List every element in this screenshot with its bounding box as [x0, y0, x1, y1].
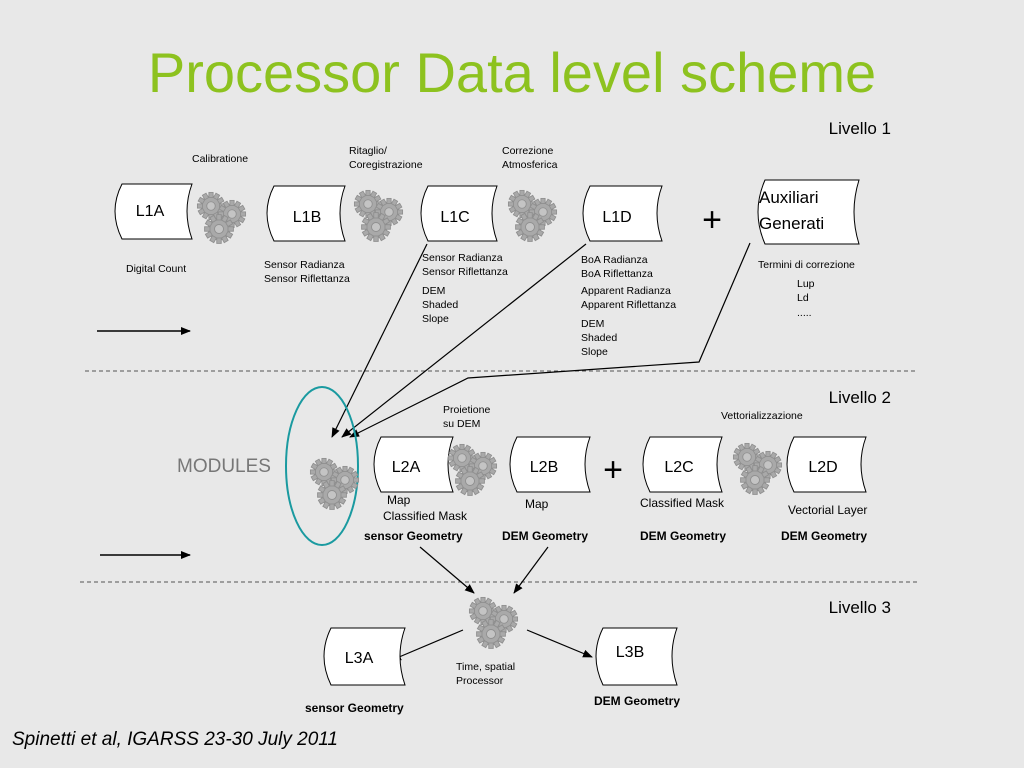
node-l1c-label: L1C: [440, 209, 469, 226]
geometry-l2c: DEM Geometry: [640, 529, 726, 543]
connector-arrow: [349, 242, 751, 438]
product-l2b-1: Map: [525, 497, 549, 511]
modules-label: MODULES: [177, 456, 271, 477]
node-aux-label-2: Generati: [759, 214, 824, 233]
node-l1a-label: L1A: [136, 203, 165, 220]
modules-ellipse: [285, 386, 359, 546]
node-l1c: [420, 185, 498, 242]
time-spatial-processor-gear-icon: [469, 597, 517, 648]
aux-products-title: Termini di correzione: [758, 259, 855, 271]
process-label-vettorializzazione: Vettorializzazione: [721, 410, 803, 422]
process-label-ritaglio-2: Coregistrazione: [349, 159, 423, 171]
process-gear-icon: [197, 192, 245, 243]
process-gear-icon: [733, 443, 781, 494]
process-label-time-spatial-1: Time, spatial: [456, 661, 515, 673]
node-aux-label-1: Auxiliari: [759, 188, 819, 207]
product-l1c-1: Sensor Radianza: [422, 252, 503, 264]
plus-sign: +: [603, 451, 623, 489]
connector-arrow: [526, 629, 593, 658]
node-l1b: [266, 185, 346, 242]
node-l1d-label: L1D: [602, 209, 631, 226]
product-l1d-4: Apparent Riflettanza: [581, 299, 676, 311]
process-gear-icon: [354, 190, 402, 241]
connector-arrow: [341, 243, 587, 438]
level-1-label: Livello 1: [829, 119, 891, 138]
node-l2b: [509, 436, 591, 493]
process-label-correzione-2: Atmosferica: [502, 159, 558, 171]
node-l2a: [373, 436, 454, 493]
node-l2b-label: L2B: [530, 459, 558, 476]
plus-sign: +: [702, 201, 722, 239]
node-l3a: [323, 627, 406, 686]
node-l1d: [582, 185, 663, 242]
connector-arrow: [391, 629, 464, 661]
process-label-time-spatial-2: Processor: [456, 675, 504, 687]
connector-arrow: [513, 546, 549, 594]
product-l2a-1: Map: [387, 493, 411, 507]
product-l1b-2: Sensor Riflettanza: [264, 273, 350, 285]
geometry-l2d: DEM Geometry: [781, 529, 867, 543]
product-l1b-1: Sensor Radianza: [264, 259, 345, 271]
process-label-proiezione-1: Proietione: [443, 404, 490, 416]
product-l1d-2: BoA Riflettanza: [581, 268, 653, 280]
node-l3b: [595, 627, 678, 686]
product-l1d-3: Apparent Radianza: [581, 285, 671, 297]
process-label-correzione-1: Correzione: [502, 145, 554, 157]
product-l1d-6: Shaded: [581, 332, 617, 344]
product-l2c-1: Classified Mask: [640, 496, 725, 510]
process-gear-icon: [448, 444, 496, 495]
product-l1c-2: Sensor Riflettanza: [422, 266, 508, 278]
level-3-label: Livello 3: [829, 598, 891, 617]
process-label-ritaglio-1: Ritaglio/: [349, 145, 387, 157]
aux-product-2: Ld: [797, 292, 809, 304]
product-l1a: Digital Count: [126, 263, 186, 275]
product-l2d-1: Vectorial Layer: [788, 503, 867, 517]
node-l2d-label: L2D: [808, 459, 837, 476]
process-label-calibration: Calibratione: [192, 153, 248, 165]
product-l1d-7: Slope: [581, 346, 608, 358]
connector-arrow: [331, 243, 428, 438]
geometry-l2b: DEM Geometry: [502, 529, 588, 543]
geometry-l3a: sensor Geometry: [305, 701, 404, 715]
node-l1b-label: L1B: [293, 209, 321, 226]
node-l3b-label: L3B: [616, 644, 644, 661]
product-l1c-4: Shaded: [422, 299, 458, 311]
process-gear-icon: [508, 190, 556, 241]
node-l2c: [642, 436, 723, 493]
connector-arrow: [419, 546, 475, 594]
product-l1c-3: DEM: [422, 285, 445, 297]
node-l2a-label: L2A: [392, 459, 421, 476]
aux-product-1: Lup: [797, 278, 815, 290]
page-title: Processor Data level scheme: [148, 41, 876, 104]
product-l1d-1: BoA Radianza: [581, 254, 648, 266]
process-label-proiezione-2: su DEM: [443, 418, 480, 430]
geometry-l2a: sensor Geometry: [364, 529, 463, 543]
level-2-label: Livello 2: [829, 388, 891, 407]
aux-product-3: .....: [797, 307, 812, 319]
modules-gear-icon: [310, 458, 358, 509]
product-l1d-5: DEM: [581, 318, 604, 330]
node-auxiliari: [757, 179, 860, 245]
node-l1a: [114, 183, 193, 240]
node-l2c-label: L2C: [664, 459, 693, 476]
product-l1c-5: Slope: [422, 313, 449, 325]
geometry-l3b: DEM Geometry: [594, 694, 680, 708]
node-l3a-label: L3A: [345, 650, 374, 667]
node-l2d: [786, 436, 867, 493]
product-l2a-2: Classified Mask: [383, 509, 468, 523]
citation: Spinetti et al, IGARSS 23-30 July 2011: [12, 729, 338, 750]
